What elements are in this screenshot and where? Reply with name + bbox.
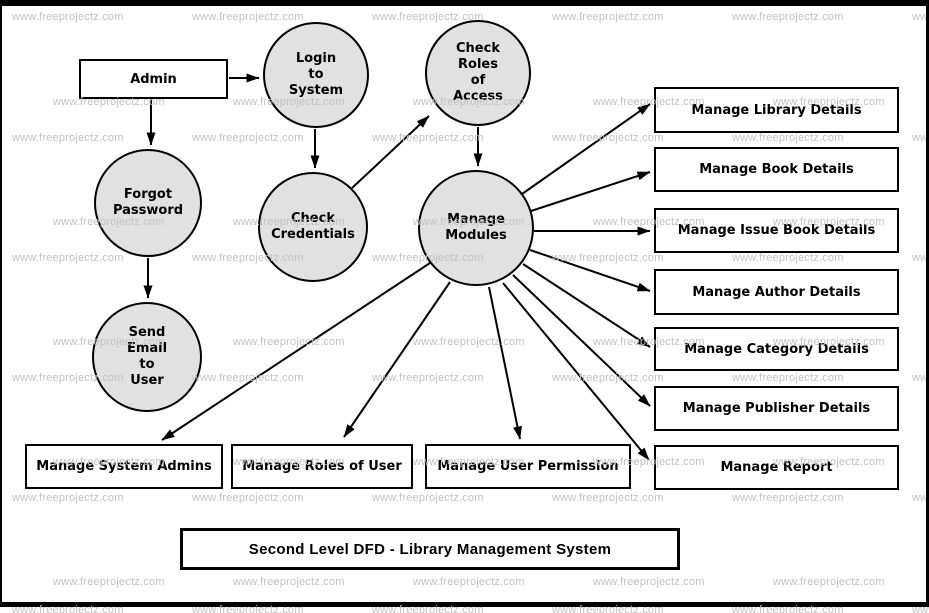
node-label: Manage Issue Book Details [677,223,876,238]
arrow-modules-to-library [521,103,651,195]
node-label: Check [291,211,335,226]
node-label: Roles [458,57,498,72]
diagram-title-box: Second Level DFD - Library Management Sy… [180,528,680,570]
node-label: Manage Publisher Details [682,401,871,416]
node-label: of [470,73,486,88]
arrow-modules-to-sysadmins [161,262,431,441]
node-label: System [288,83,344,98]
node-label: Credentials [271,227,355,242]
node-label: to [139,357,155,372]
store-author: Manage Author Details [654,269,899,315]
node-label: Manage System Admins [36,459,212,474]
node-label: User [130,373,164,388]
store-book: Manage Book Details [654,147,899,192]
node-label: Password [112,203,184,218]
node-label: Manage Library Details [691,102,862,118]
store-report: Manage Report [654,445,899,490]
arrow-modules-to-book [530,171,651,212]
arrow-modules-to-category [522,263,651,348]
store-sysadmins: Manage System Admins [25,444,223,489]
node-label: Manage [447,212,505,227]
store-library: Manage Library Details [654,87,899,133]
node-label: Admin [130,71,177,87]
store-publisher: Manage Publisher Details [654,386,899,431]
node-label: Manage Roles of User [242,459,402,474]
node-label: to [308,67,324,82]
store-rolesuser: Manage Roles of User [231,444,413,489]
node-label: Manage Book Details [699,162,854,177]
node-label: Modules [445,228,507,243]
arrow-modules-to-rolesuser [343,281,451,438]
store-issue: Manage Issue Book Details [654,208,899,253]
node-label: Forgot [123,187,173,202]
external-entity-admin: Admin [79,59,228,99]
arrow-modules-to-publisher [512,274,651,407]
arrow-credentials-to-roles [351,115,430,189]
diagram-title: Second Level DFD - Library Management Sy… [248,540,612,558]
node-label: Login [295,51,337,66]
arrow-modules-to-userperm [488,286,522,440]
node-label: Manage Category Details [684,341,869,357]
node-label: Send [128,325,166,340]
node-label: Manage Report [720,460,833,475]
node-label: Check [456,41,500,56]
node-label: Manage User Permission [437,459,619,474]
arrow-modules-to-report [502,282,650,461]
arrow-modules-to-author [529,249,651,292]
node-label: Access [453,89,503,104]
node-label: Email [126,341,168,356]
store-userperm: Manage User Permission [425,444,631,489]
node-label: Manage Author Details [692,284,861,300]
store-category: Manage Category Details [654,327,899,371]
